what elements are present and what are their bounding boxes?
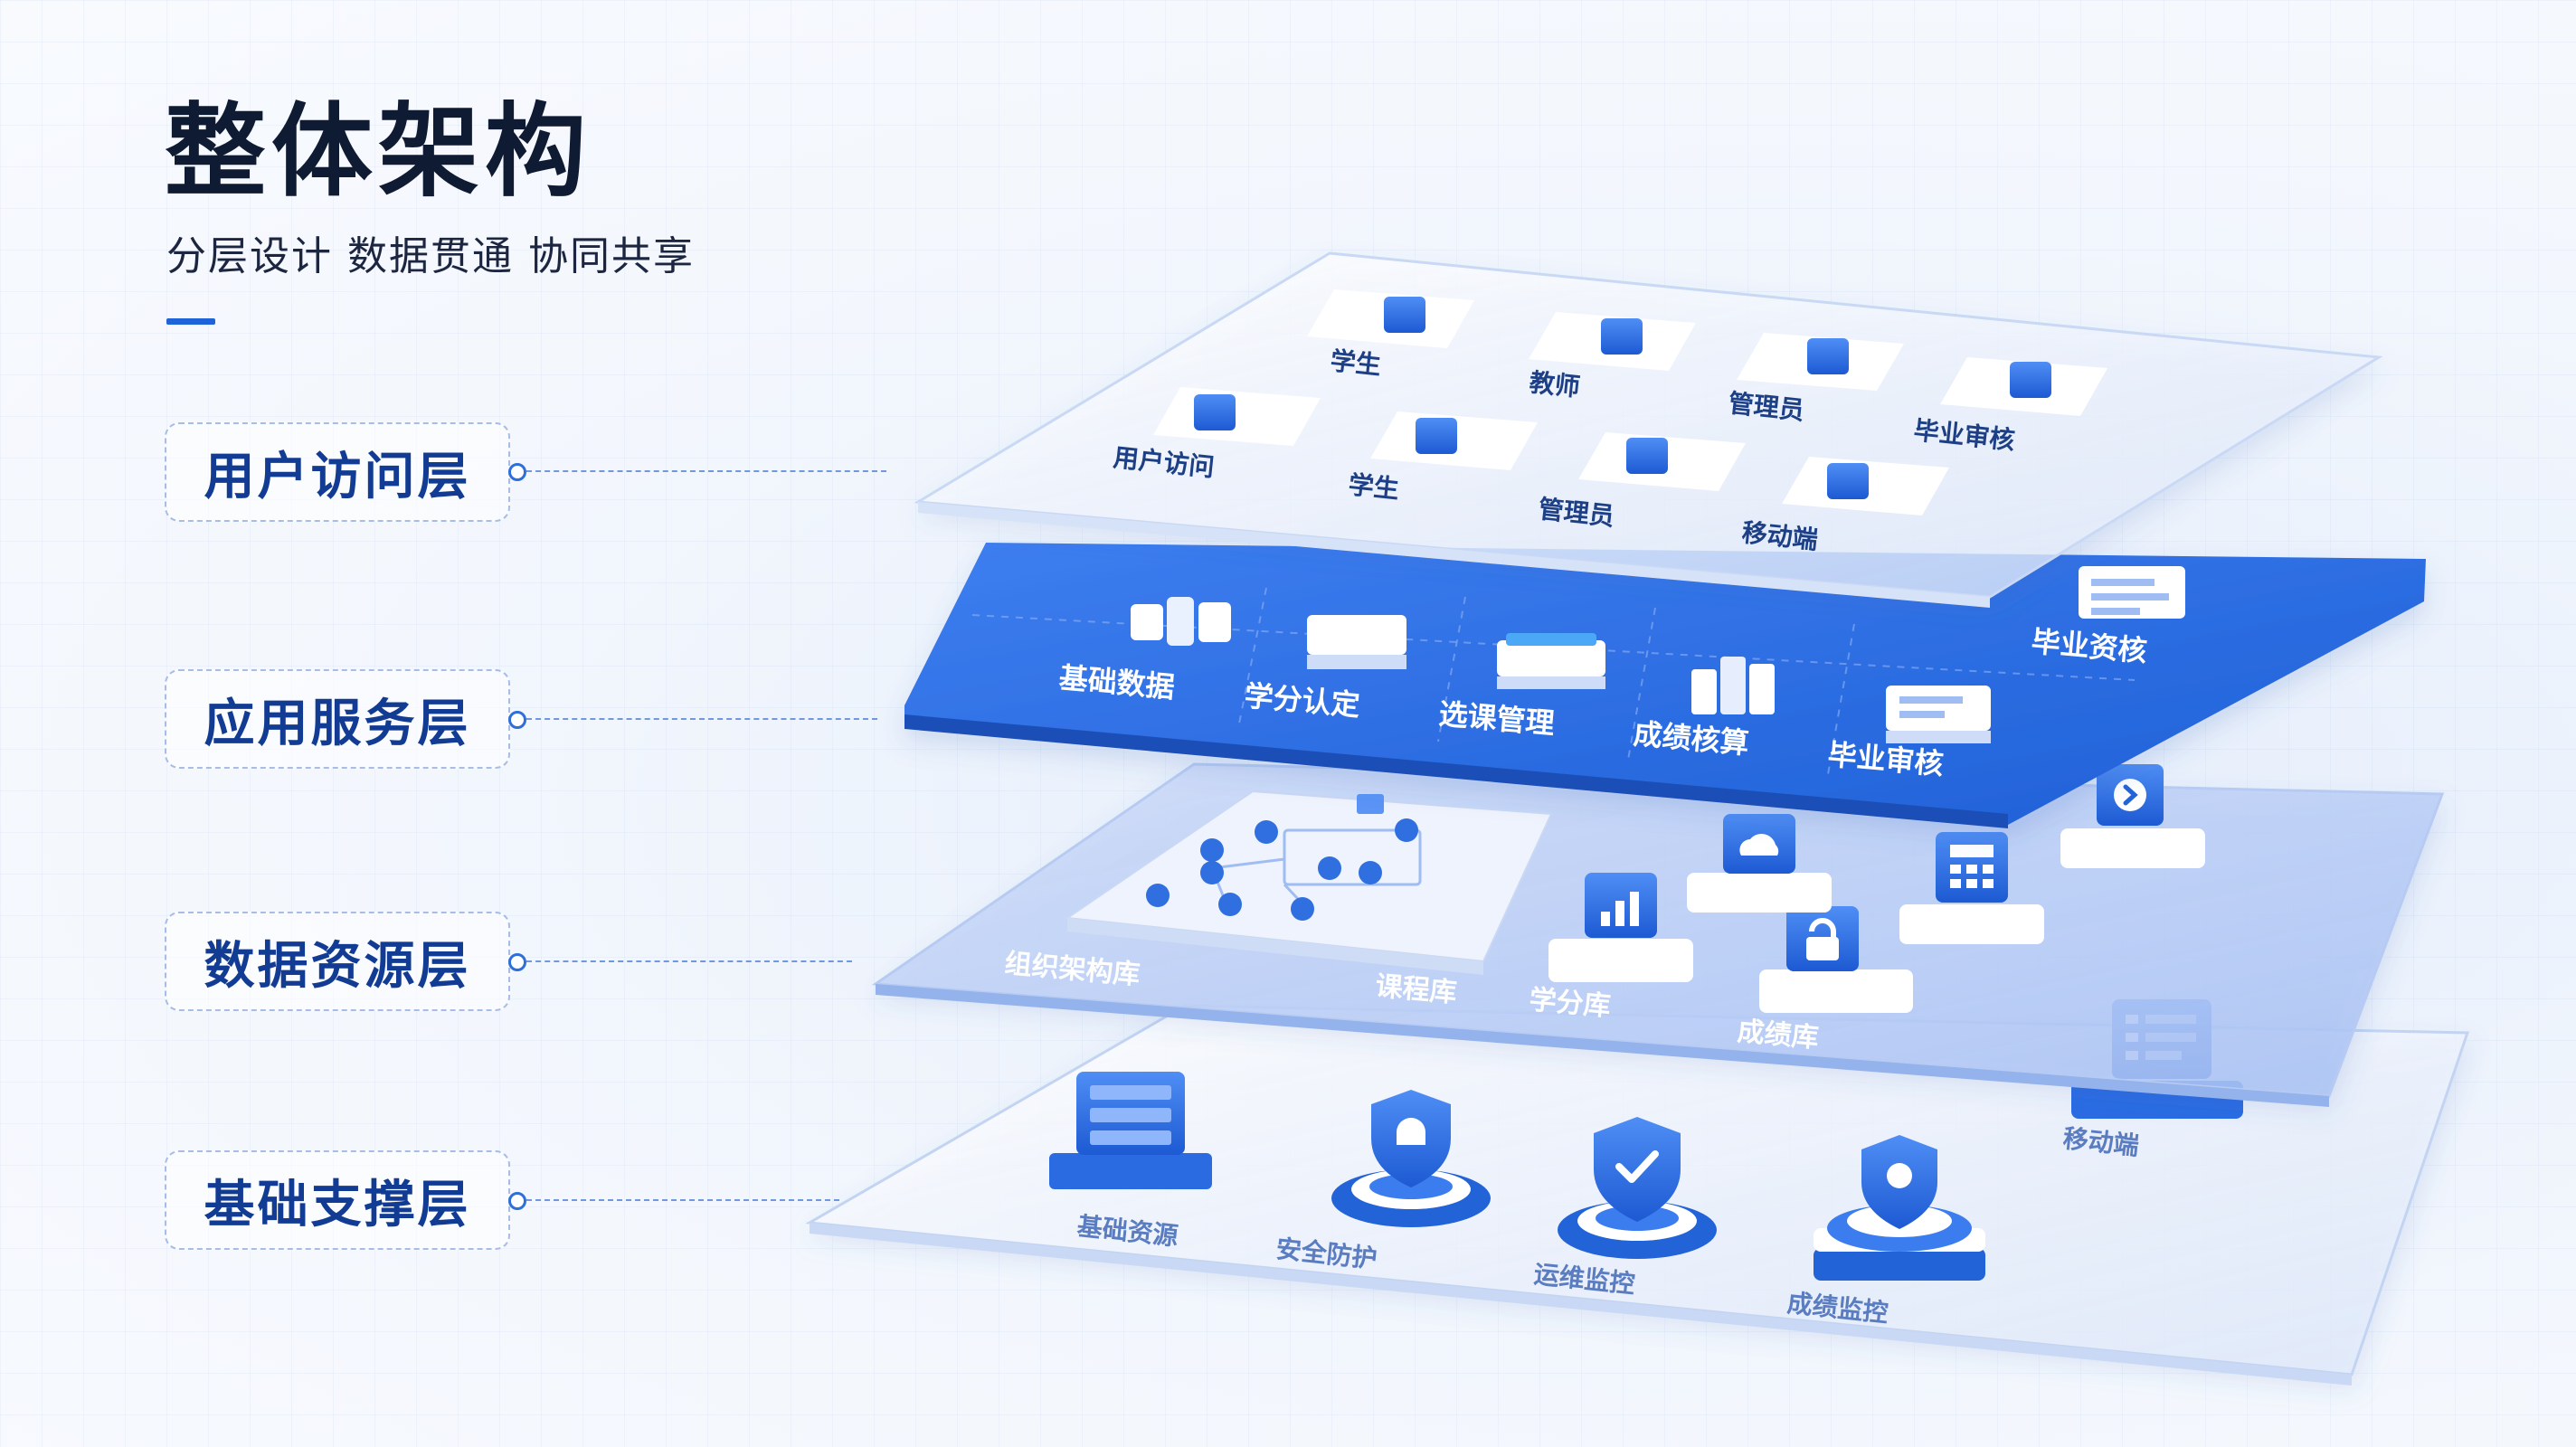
user-layer: 学生 教师 管理员 毕业审核 用户访问 学生 [914, 251, 2383, 608]
graduation-card-icon [1886, 686, 1991, 743]
student-icon [1370, 411, 1538, 470]
graduation-review-icon [1940, 357, 2107, 416]
connector-line [526, 960, 852, 962]
data-layer: 组织架构库 课程库 学分库 成绩库 [871, 762, 2445, 1107]
service-layer: 基础数据 学分认定 选课管理 成绩核算 毕业审核 [904, 543, 2426, 828]
document-icon [2079, 566, 2185, 619]
student-icon [1307, 289, 1474, 348]
teacher-icon [1529, 312, 1696, 371]
play-icon [2060, 764, 2205, 868]
accent-divider [166, 318, 215, 325]
page-title: 整体架构 [165, 93, 592, 211]
org-structure-icon [1065, 790, 1553, 975]
admin-icon [1578, 432, 1746, 491]
calculator-icon [1899, 832, 2044, 944]
layer-label-service: 应用服务层 [165, 669, 510, 769]
credit-blocks-icon [1307, 615, 1406, 669]
user-access-icon [1153, 387, 1321, 446]
layer-label-data: 数据资源层 [165, 912, 510, 1011]
connector-line [526, 718, 877, 720]
course-blocks-icon [1497, 633, 1605, 689]
user-tile-label: 教师 [1528, 367, 1581, 402]
connector-dot [508, 463, 526, 481]
connector-line [526, 1199, 839, 1201]
user-tile-label: 学生 [1329, 345, 1382, 381]
layer-label-text: 数据资源层 [204, 936, 471, 996]
shield-check-icon [1558, 1117, 1717, 1259]
chart-icon [1548, 873, 1693, 982]
data-item-label: 学分库 [1528, 984, 1612, 1023]
admin-icon [1737, 333, 1904, 391]
layer-label-text: 用户访问层 [204, 447, 471, 506]
server-icon [1049, 1072, 1212, 1189]
data-blocks-icon [1131, 597, 1231, 646]
connector-dot [508, 1192, 526, 1210]
layer-label-text: 应用服务层 [204, 694, 471, 753]
shield-icon [1814, 1135, 1985, 1281]
connector-dot [508, 711, 526, 729]
layer-label-text: 基础支撑层 [204, 1175, 471, 1234]
layer-label-infra: 基础支撑层 [165, 1150, 510, 1250]
page-subtitle: 分层设计 数据贯通 协同共享 [166, 233, 695, 279]
connector-line [526, 470, 886, 472]
data-item-label: 成绩库 [1736, 1016, 1820, 1055]
connector-dot [508, 953, 526, 971]
layer-label-user: 用户访问层 [165, 422, 510, 522]
user-tile-label: 学生 [1347, 469, 1400, 505]
cloud-icon [1687, 814, 1832, 913]
shield-icon [1331, 1090, 1491, 1227]
mobile-icon [1782, 457, 1949, 515]
lock-icon [1759, 906, 1913, 1013]
data-item-label: 课程库 [1374, 970, 1458, 1009]
score-blocks-icon [1691, 657, 1775, 714]
